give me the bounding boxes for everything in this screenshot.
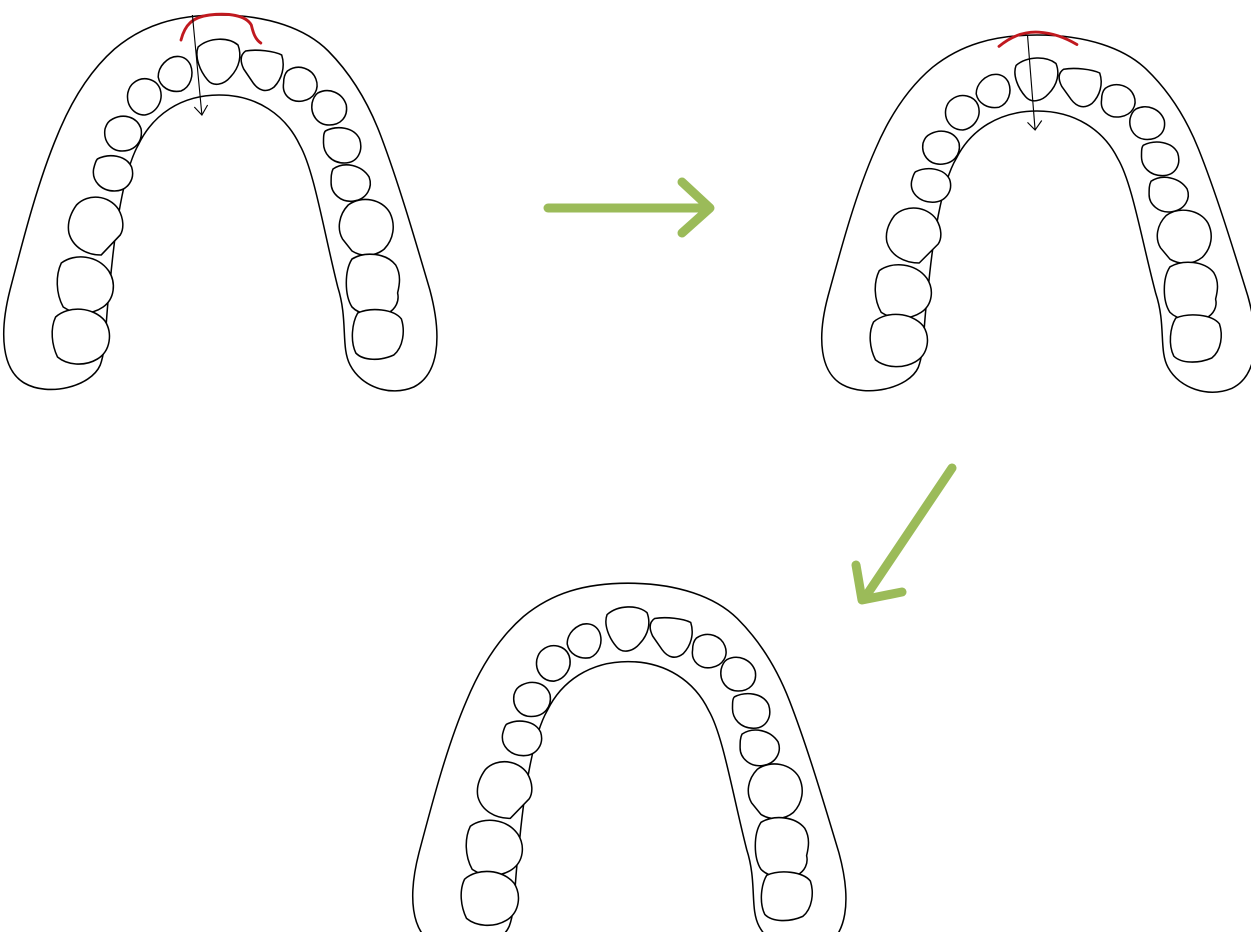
flow-arrow-right: [548, 182, 710, 233]
arch-stage-2: [822, 32, 1251, 392]
flow-arrow-down-left-shaft: [866, 468, 952, 596]
flow-arrow-down-left: [856, 468, 952, 600]
arch-stage-1: [4, 14, 437, 391]
arch-stage-3: [413, 583, 846, 932]
